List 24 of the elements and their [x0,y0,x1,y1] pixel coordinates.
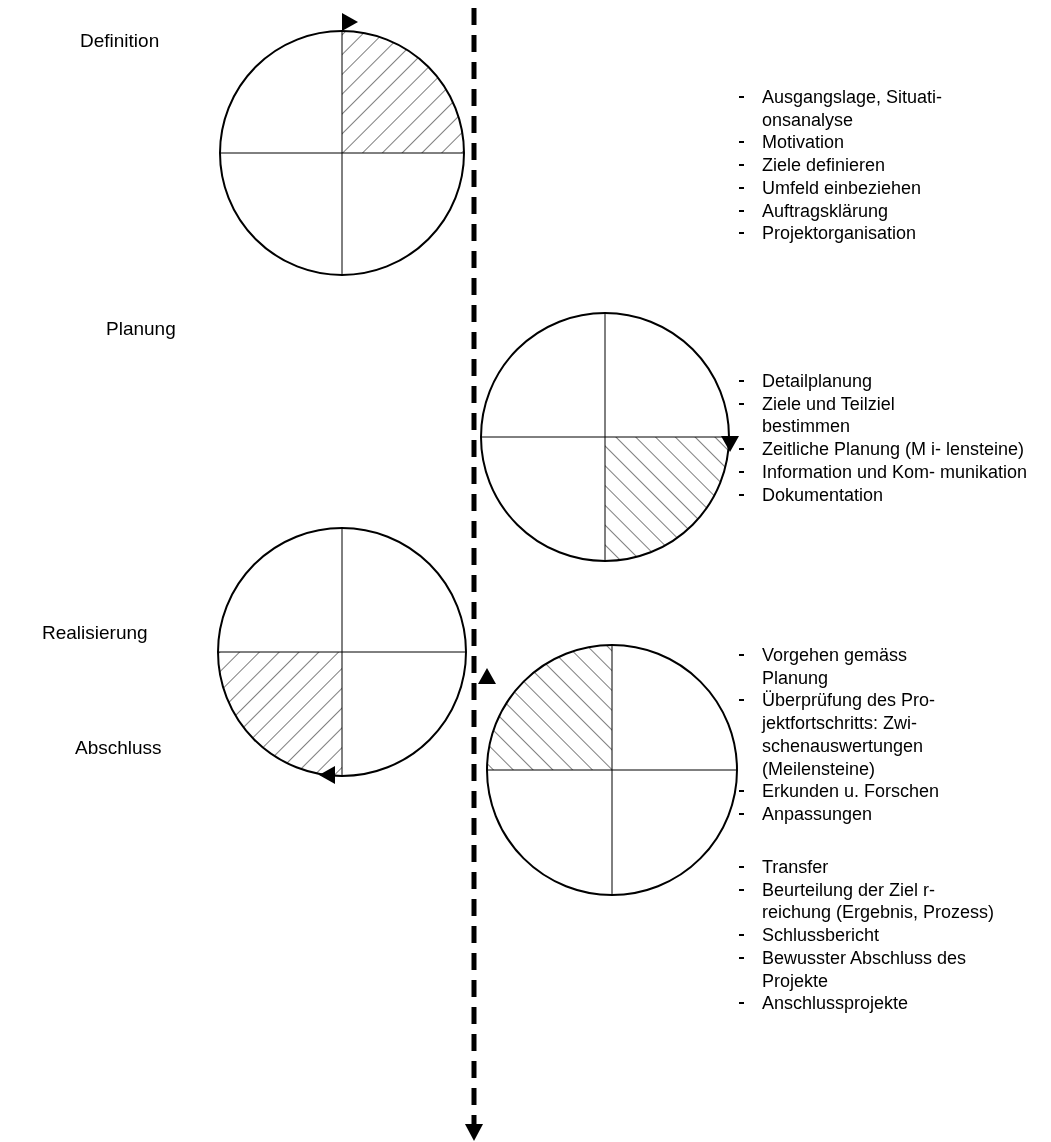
list-item-text: Anschlussprojekte [762,992,910,1015]
phase-heading: Realisierung [42,622,148,644]
phase-heading: Abschluss [75,737,162,759]
list-item-text: Erkunden u. Forschen [762,780,941,803]
list-item-text: Überprüfung des Pro- jektfortschritts: Zwi- schenauswertungen (Meilensteine) [762,689,937,781]
list-item-text: Auftragsklärung [762,199,890,223]
list-item-text: Umfeld einbeziehen [762,176,923,200]
list-item-text: Motivation [762,131,846,155]
list-item-text: Zeitliche Planung (M i- lensteine) [762,438,1026,461]
list-item-text: Projektorganisation [762,222,918,245]
list-item-text: Information und Kom- munikation [762,460,1029,484]
list-item-text: Beurteilung der Ziel r- reichung (Ergebnis, Prozess) [762,878,996,925]
list-item-text: Bewusster Abschluss des Projekte [762,946,968,993]
list-item-text: Anpassungen [762,802,874,826]
list-item-text: Vorgehen gemäss Planung [762,644,909,690]
phase-heading: Planung [106,318,176,340]
list-item-text: Detailplanung [762,370,874,393]
list-item-text: Transfer [762,856,830,879]
phase-heading: Definition [80,30,160,52]
list-item-text: Ausgangslage, Situati- onsanalyse [762,86,944,132]
list-item-text: Ziele definieren [762,154,887,177]
list-item-text: Dokumentation [762,483,885,507]
list-item-text: Ziele und Teilziel bestimmen [762,392,896,439]
list-item-text: Schlussbericht [762,924,881,947]
